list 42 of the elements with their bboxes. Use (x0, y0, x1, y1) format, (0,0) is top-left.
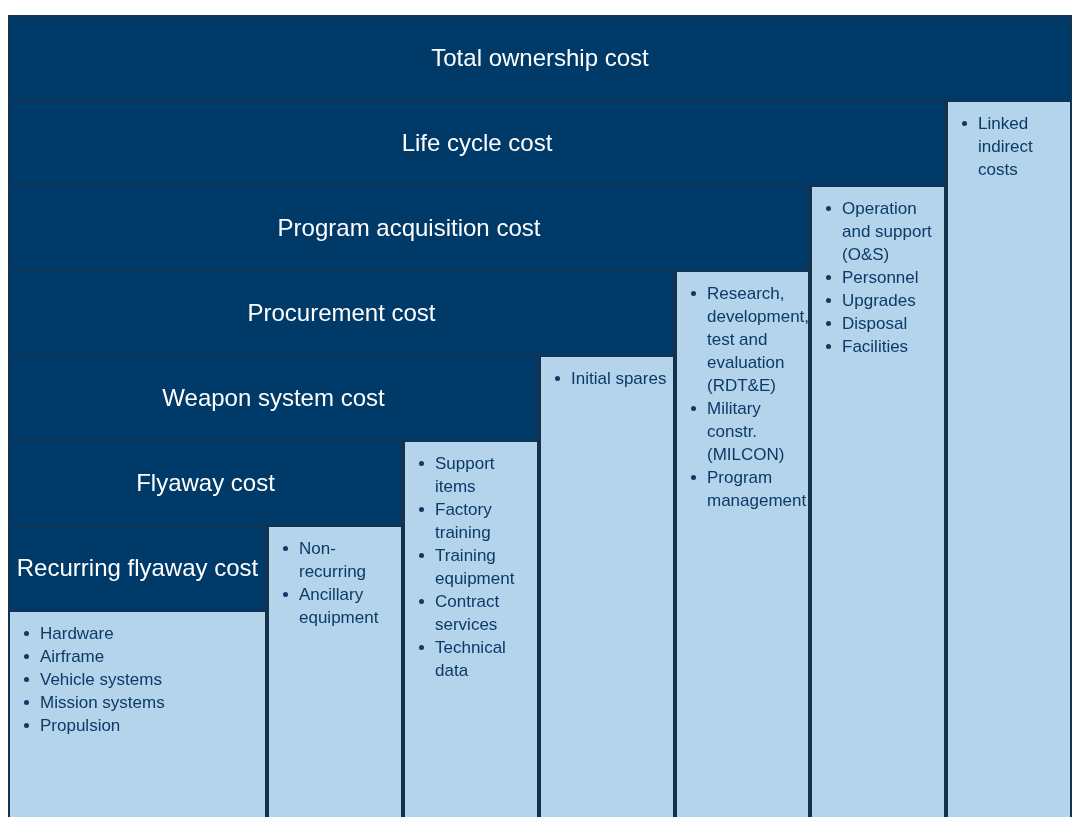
cost-band (8, 185, 810, 272)
band-title: Flyaway cost (136, 468, 275, 499)
cost-column (267, 525, 403, 817)
bullet-item: Personnel (822, 266, 940, 289)
band-title: Program acquisition cost (277, 213, 541, 244)
bullet-item: Upgrades (822, 289, 940, 312)
bullet-item: Military constr. (MILCON) (687, 397, 804, 466)
bullet-item: Program management (687, 466, 804, 512)
cost-column (8, 610, 267, 817)
bullet-item: Factory training (415, 498, 533, 544)
cost-band (8, 100, 946, 187)
cost-column (946, 100, 1072, 817)
band-title: Weapon system cost (162, 383, 385, 414)
cost-column (403, 440, 539, 817)
bullet-item: Initial spares (551, 367, 669, 390)
bullet-item: Hardware (20, 622, 261, 645)
bullet-item: Training equipment (415, 544, 533, 590)
cost-column (810, 185, 946, 817)
bullet-item: Support items (415, 452, 533, 498)
bullet-item: Technical data (415, 636, 533, 682)
bullet-item: Operation and support (O&S) (822, 197, 940, 266)
bullet-item: Airframe (20, 645, 261, 668)
cost-column (675, 270, 810, 817)
band-title: Procurement cost (247, 298, 436, 329)
bullet-item: Mission systems (20, 691, 261, 714)
bullet-item: Contract services (415, 590, 533, 636)
cost-band (8, 15, 1072, 102)
bullet-item: Disposal (822, 312, 940, 335)
bullet-item: Non-recurring (279, 537, 397, 583)
bullet-item: Propulsion (20, 714, 261, 737)
cost-band (8, 270, 675, 357)
bullet-item: Linked indirect costs (958, 112, 1066, 181)
cost-band (8, 355, 539, 442)
bullet-item: Ancillary equipment (279, 583, 397, 629)
cost-band (8, 440, 403, 527)
band-title: Recurring flyaway cost (16, 553, 259, 584)
cost-column (539, 355, 675, 817)
band-title: Life cycle cost (401, 128, 553, 159)
bullet-item: Vehicle systems (20, 668, 261, 691)
bullet-item: Facilities (822, 335, 940, 358)
cost-band (8, 525, 267, 612)
band-title: Total ownership cost (431, 43, 649, 74)
